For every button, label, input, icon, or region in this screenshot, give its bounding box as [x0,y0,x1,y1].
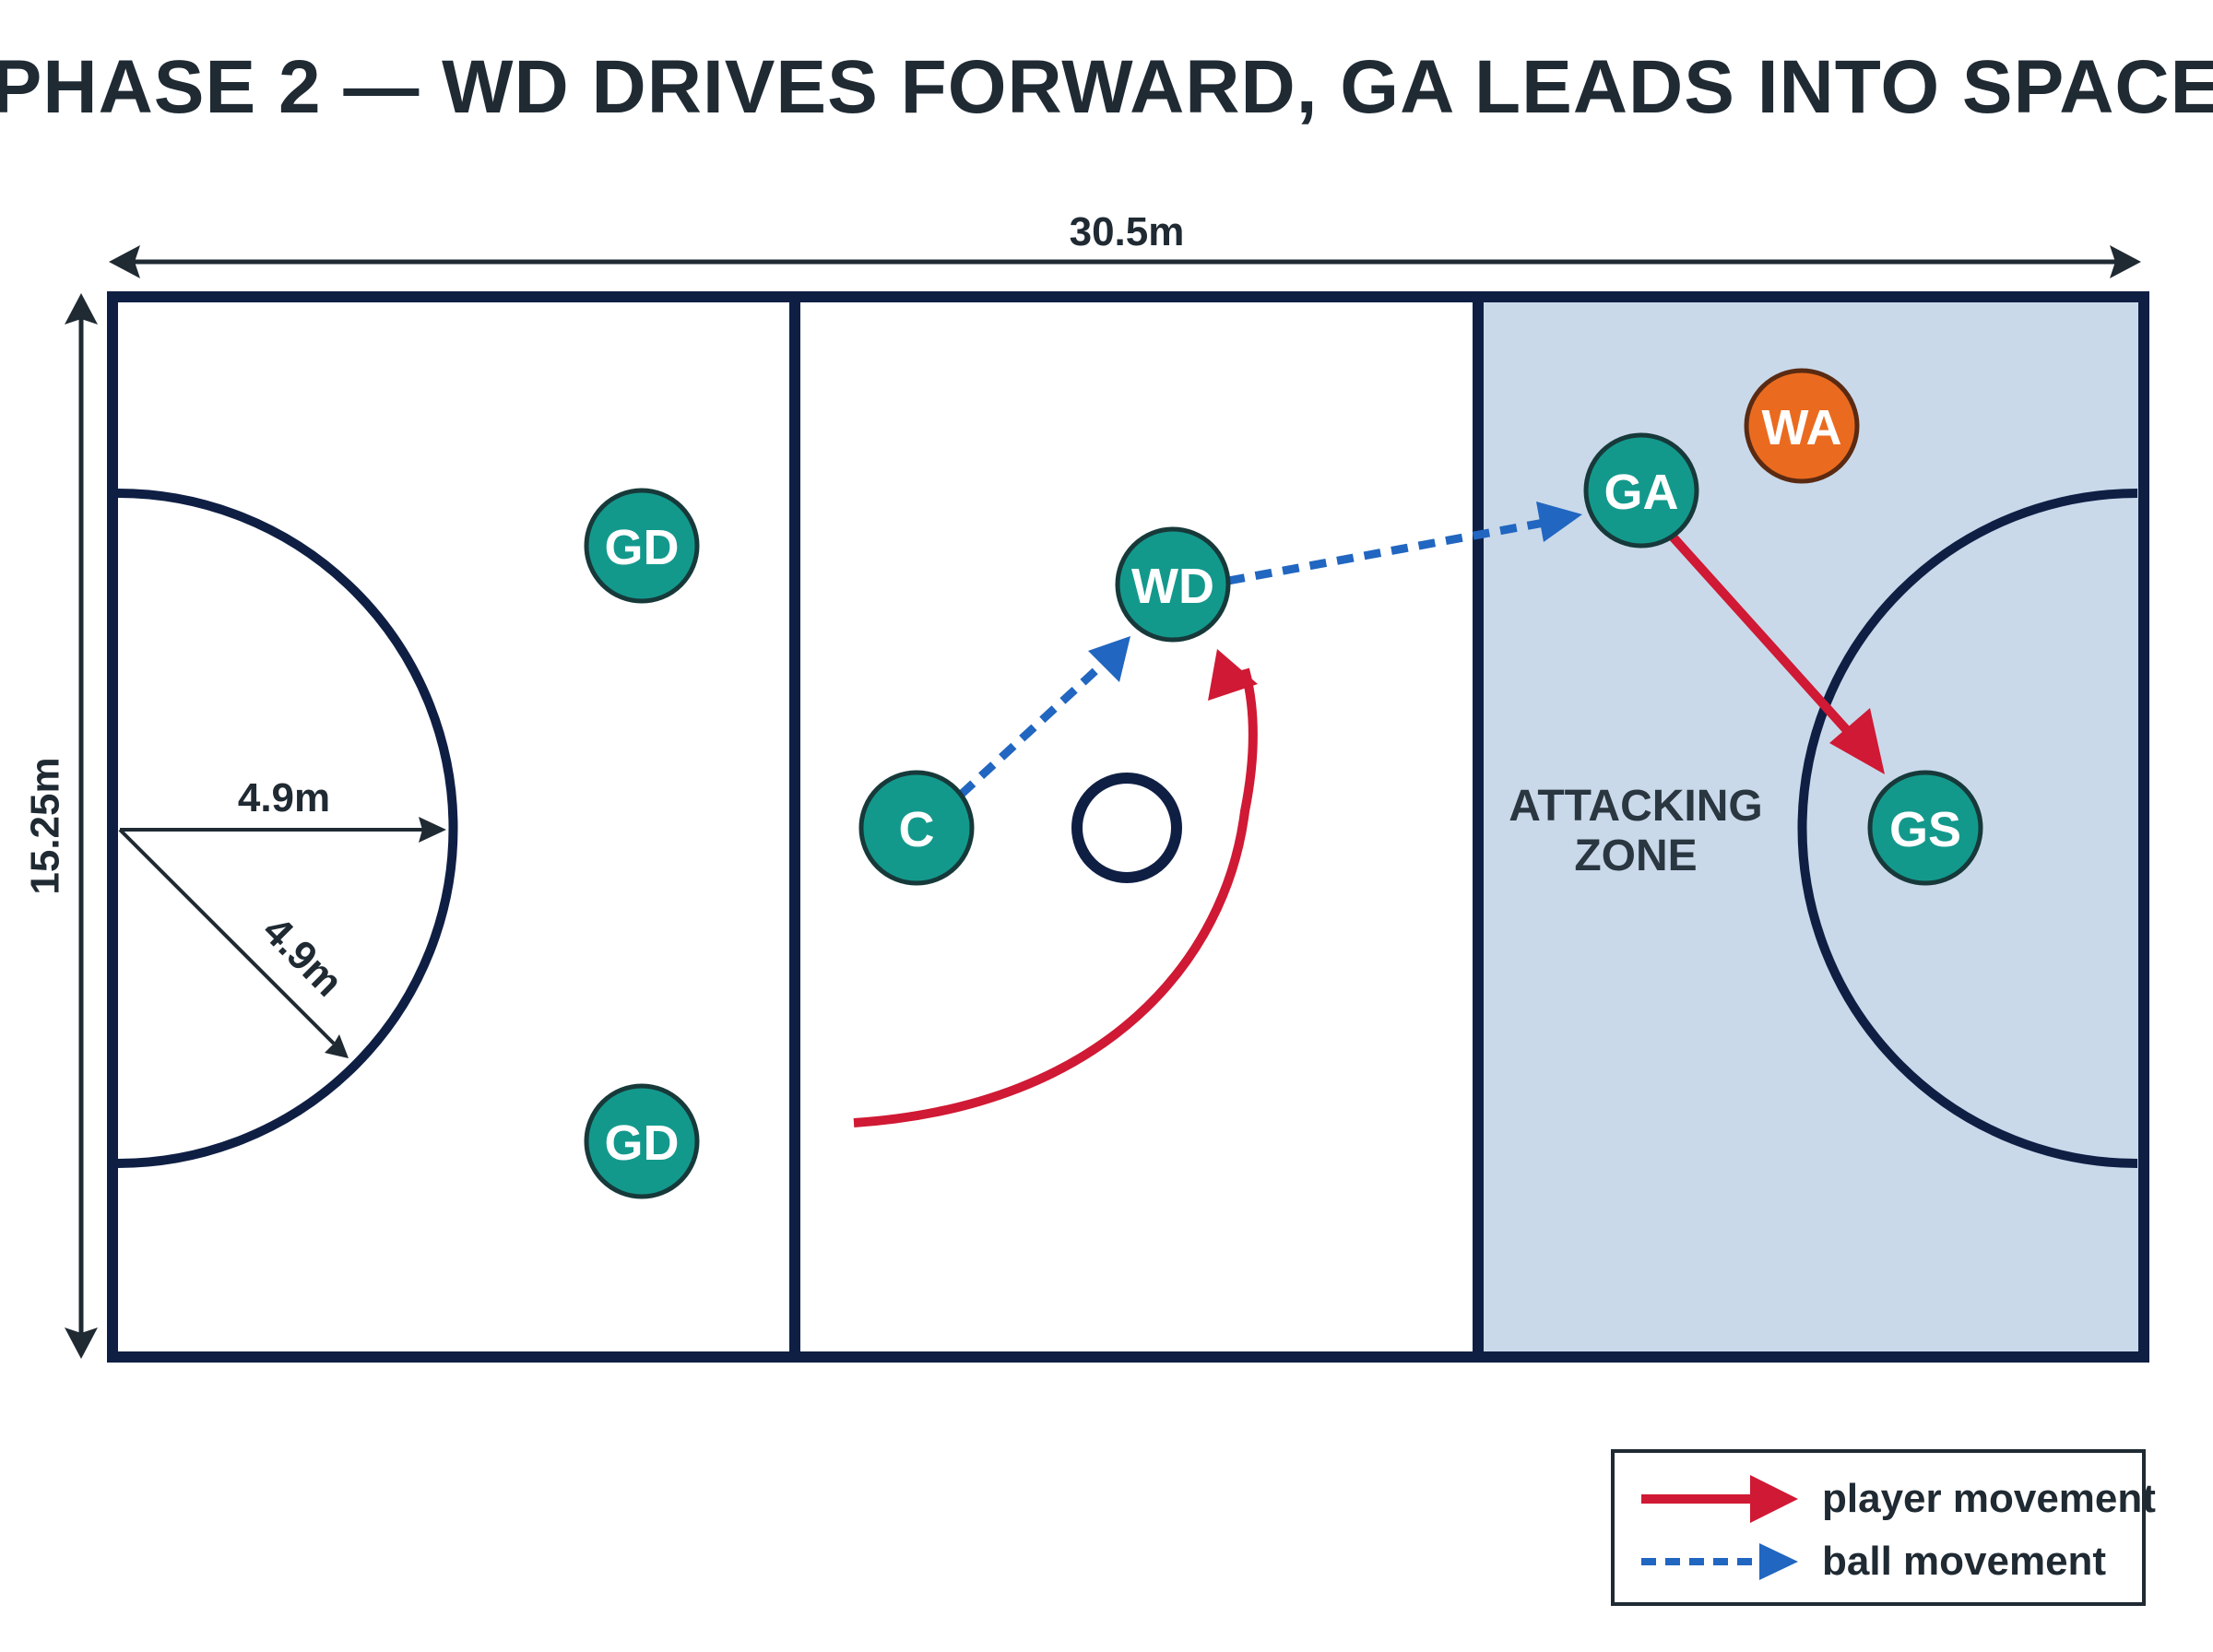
player-label: C [899,802,935,857]
player-label: WA [1762,400,1842,455]
legend: player movement ball movement [1611,1449,2156,1606]
left-shooting-circle [117,489,458,1168]
right-shooting-circle [1797,489,2138,1168]
legend-ball-movement-arrowhead-icon [1759,1543,1798,1580]
player-wd: WD [1115,526,1231,643]
width-arrow-top-icon [65,293,98,324]
wd-drive-arrowhead-icon [1208,649,1258,701]
width-label: 15.25m [23,757,68,894]
player-gd-bottom: GD [584,1083,700,1199]
legend-player-movement-arrowhead-icon [1750,1475,1798,1523]
ga-lead-path [1667,531,1857,741]
player-marker [584,1083,700,1199]
legend-box [1611,1449,2146,1606]
attacking-zone-label-line1: ATTACKING [1509,782,1763,831]
player-label: GD [605,520,680,575]
centre-circle [1071,773,1182,883]
ball-movement-arrows [957,502,1582,798]
diagram-title: PHASE 2 — WD DRIVES FORWARD, GA LEADS IN… [0,45,2213,129]
radius-label-horizontal: 4.9m [238,775,330,820]
width-arrow-bottom-icon [65,1328,98,1359]
player-c: C [858,770,975,886]
legend-player-movement-label: player movement [1822,1476,2156,1521]
player-label: GS [1889,802,1961,857]
length-dimension: 30.5m [109,209,2141,278]
player-marker [1115,526,1231,643]
player-ga: GA [1583,432,1699,549]
player-marker [1744,368,1860,484]
radius-arrow-horizontal-head-icon [419,817,446,843]
ga-lead-arrowhead-icon [1829,708,1885,774]
player-marker [1867,770,1983,886]
player-marker [1583,432,1699,549]
player-gs: GS [1867,770,1983,886]
length-arrow-left-icon [109,245,140,278]
player-movement-arrows [853,531,1885,1127]
radius-arrow-diagonal-head-icon [325,1034,349,1058]
player-wa: WA [1744,368,1860,484]
width-dimension: 15.25m [23,293,98,1359]
wd-drive-path [853,667,1258,1127]
court-boundary [107,291,2149,1363]
attacking-zone-label-line2: ZONE [1574,832,1697,880]
radius-label-diagonal: 4.9m [254,908,351,1006]
ball-pass-c-to-wd [957,664,1103,798]
player-label: GD [605,1115,680,1171]
player-label: WD [1131,559,1214,614]
player-marker [584,488,700,604]
ball-pass-wd-to-ga-arrowhead-icon [1536,502,1582,542]
radius-arrow-diagonal [118,828,336,1045]
length-arrow-right-icon [2110,245,2141,278]
ball-pass-c-to-wd-arrowhead-icon [1088,636,1130,682]
length-label: 30.5m [1070,209,1185,254]
player-gd-top: GD [584,488,700,604]
player-label: GA [1604,465,1679,520]
player-marker [858,770,975,886]
legend-ball-movement-label: ball movement [1822,1539,2106,1584]
